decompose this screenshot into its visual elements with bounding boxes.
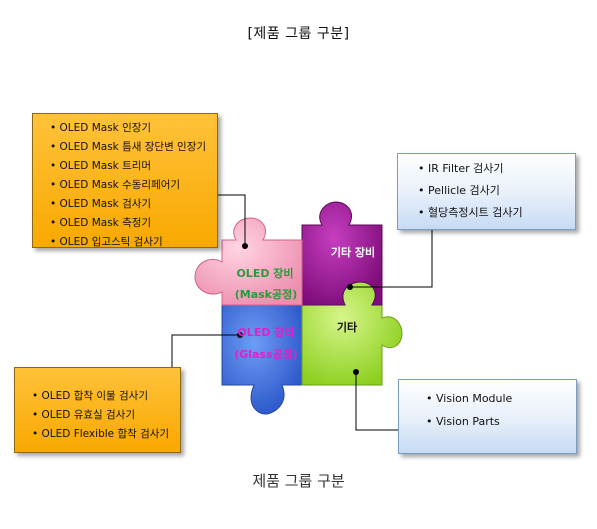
list-item: Pellicle 검사기 <box>418 180 575 202</box>
glass-piece-label: OLED 장비 <box>237 326 295 339</box>
mask-piece-sublabel: (Mask공정) <box>234 288 298 301</box>
connector-other <box>355 372 400 431</box>
list-item: OLED Mask 검사기 <box>50 195 217 214</box>
connector-dot <box>237 332 243 338</box>
glass-piece-sublabel: (Glass공정) <box>234 348 298 361</box>
connector-dot <box>242 243 248 249</box>
puzzle-piece-mask <box>194 217 303 306</box>
mask-products-box: OLED Mask 인장기 OLED Mask 틈새 장단변 인장기 OLED … <box>32 113 218 248</box>
list-item: OLED Flexible 합착 검사기 <box>32 425 180 444</box>
other-piece-label: 기타 <box>336 321 358 334</box>
connector-dot <box>353 369 359 375</box>
list-item: OLED Mask 측정기 <box>50 214 217 233</box>
list-item: Vision Parts <box>426 410 576 433</box>
list-item: OLED 합착 이물 검사기 <box>32 387 180 406</box>
misc-equipment-piece-label: 기타 장비 <box>330 246 376 259</box>
list-item: OLED 입고스틱 검사기 <box>50 233 217 252</box>
connector-misc-equipment <box>350 222 433 288</box>
list-item: OLED Mask 틈새 장단변 인장기 <box>50 138 217 157</box>
list-item: Vision Module <box>426 387 576 410</box>
list-item: 혈당측정시트 검사기 <box>418 202 575 224</box>
puzzle-piece-glass <box>221 304 303 415</box>
glass-products-box: OLED 합착 이물 검사기 OLED 유효실 검사기 OLED Flexibl… <box>14 367 181 453</box>
list-item: IR Filter 검사기 <box>418 158 575 180</box>
misc-equipment-products-box: IR Filter 검사기 Pellicle 검사기 혈당측정시트 검사기 <box>397 153 576 230</box>
figure-caption: 제품 그룹 구분 <box>252 472 345 490</box>
list-item: OLED Mask 트리머 <box>50 157 217 176</box>
page-title: [제품 그룹 구분] <box>247 26 350 42</box>
other-products-box: Vision Module Vision Parts <box>398 379 577 454</box>
list-item: OLED 유효실 검사기 <box>32 406 180 425</box>
connector-dot <box>347 284 353 290</box>
mask-piece-label: OLED 장비 <box>236 267 294 280</box>
list-item: OLED Mask 수동리페어기 <box>50 176 217 195</box>
list-item: OLED Mask 인장기 <box>50 119 217 138</box>
